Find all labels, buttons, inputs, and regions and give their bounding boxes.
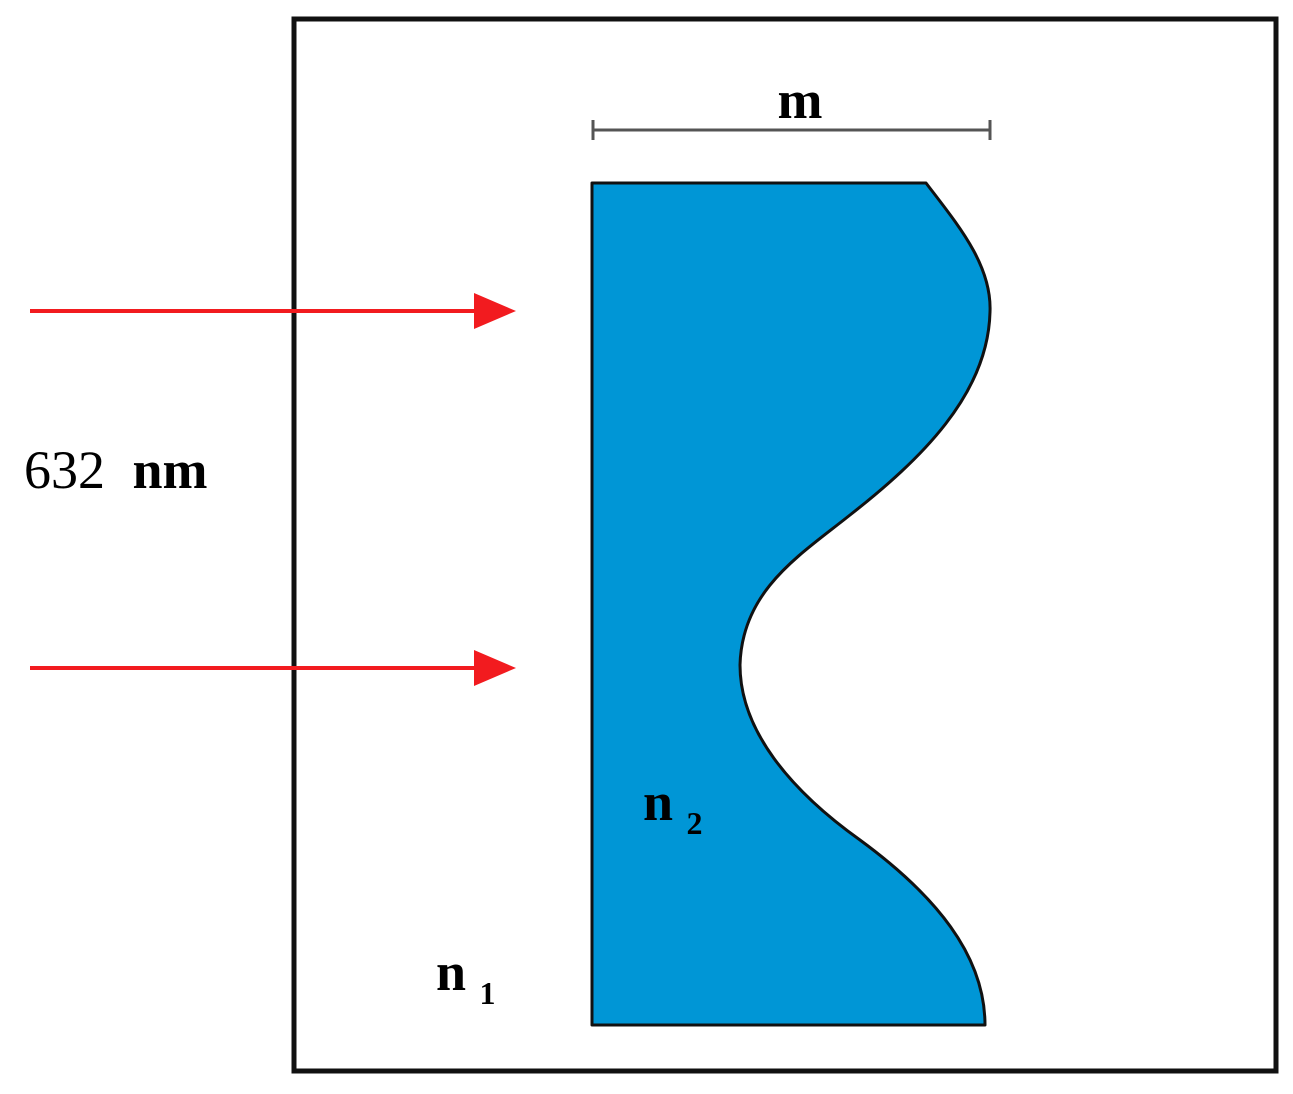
medium-inner-symbol: n: [643, 772, 673, 832]
width-dimension: [591, 120, 992, 140]
arrow-head: [474, 650, 516, 686]
wavelength-unit: nm: [133, 440, 208, 500]
wavelength-value: 632: [24, 440, 105, 500]
medium-inner-label: n 2: [643, 772, 703, 841]
width-label: m: [778, 70, 823, 130]
medium-outer-subscript: 1: [480, 975, 496, 1011]
medium-frame: [291, 16, 1279, 1074]
arrow-head: [474, 293, 516, 329]
medium-outer-label: n 1: [436, 942, 496, 1011]
incident-arrow-bottom: [30, 650, 516, 686]
medium-inner-subscript: 2: [687, 805, 703, 841]
medium-outer-symbol: n: [436, 942, 466, 1002]
incident-arrow-top: [30, 293, 516, 329]
phase-object-shape: [590, 181, 992, 1027]
wavelength-label: 632 nm: [24, 440, 208, 500]
